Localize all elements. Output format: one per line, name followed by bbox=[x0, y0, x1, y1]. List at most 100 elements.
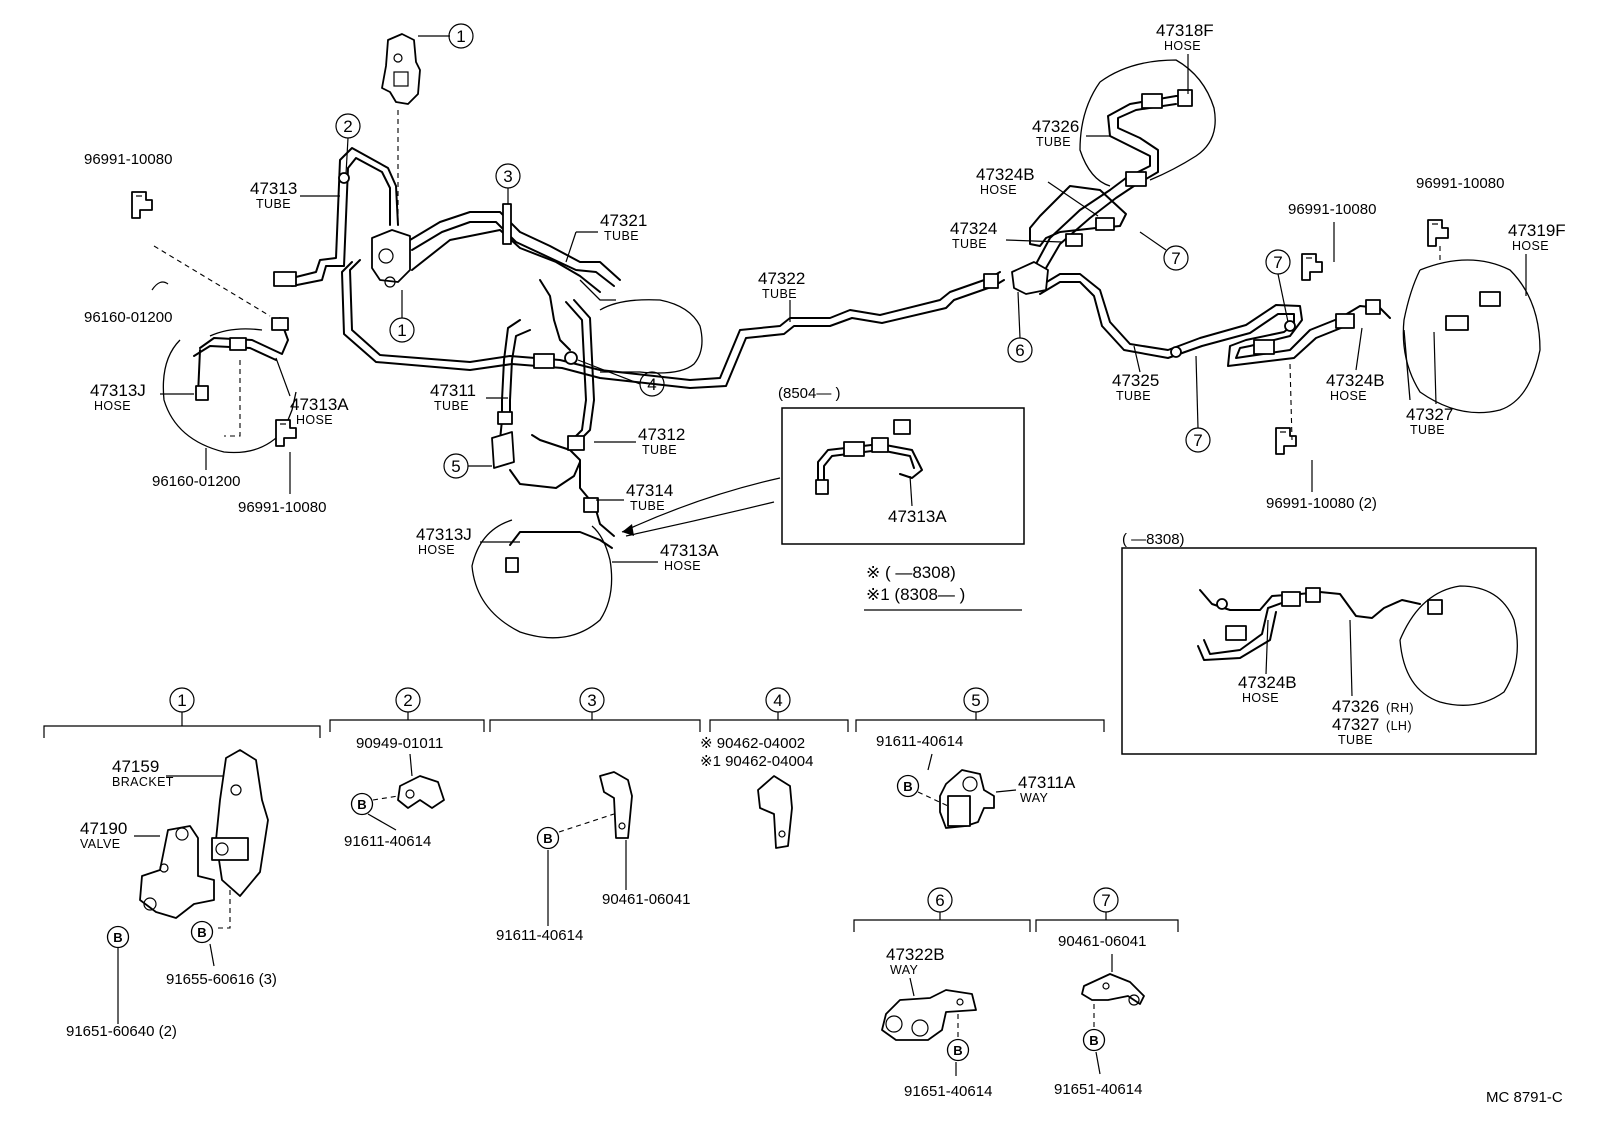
part-number-96991-10080-far-right: 96991-10080 bbox=[1416, 175, 1504, 192]
callout-number: 6 bbox=[1015, 341, 1024, 360]
legend-line-1: ※ ( —8308) bbox=[866, 563, 956, 582]
diagram-code: MC 8791-C bbox=[1486, 1089, 1563, 1106]
group-number: 6 bbox=[935, 891, 944, 910]
part-number-47326: 47326 bbox=[1032, 117, 1079, 136]
part-number-96160-01200: 96160-01200 bbox=[84, 309, 172, 326]
inset-part-number-47324B: 47324B bbox=[1238, 673, 1297, 692]
part-number-91611-40614: 91611-40614 bbox=[876, 733, 963, 750]
part-number-90462-04004: ※1 90462-04004 bbox=[700, 753, 814, 770]
part-number-96991-10080: 96991-10080 bbox=[84, 151, 172, 168]
part-number-47311: 47311 bbox=[430, 381, 476, 400]
part-type-label: HOSE bbox=[296, 413, 333, 427]
callout-marker-1-top bbox=[448, 23, 474, 49]
part-type-label: TUBE bbox=[1338, 733, 1373, 747]
part-type-label: TUBE bbox=[1410, 423, 1445, 437]
part-number-91651-40614: 91651-40614 bbox=[1054, 1081, 1142, 1098]
upper-labels: 1 96991-10080 96160-01200 2 47313 TUBE 4… bbox=[84, 21, 1566, 573]
part-number-47313: 47313 bbox=[250, 179, 297, 198]
part-number-91651-40614: 91651-40614 bbox=[904, 1083, 992, 1100]
part-number-47322: 47322 bbox=[758, 269, 805, 288]
part-number-47313A: 47313A bbox=[290, 395, 349, 414]
part-type-label: WAY bbox=[890, 963, 919, 977]
bolt-marker-b: B bbox=[1089, 1033, 1098, 1048]
part-type-label: TUBE bbox=[256, 197, 291, 211]
part-number-47313A-lower: 47313A bbox=[660, 541, 719, 560]
part-number-47324B-right: 47324B bbox=[1326, 371, 1385, 390]
part-type-label: TUBE bbox=[630, 499, 665, 513]
part-type-label: TUBE bbox=[642, 443, 677, 457]
inset-frame bbox=[781, 407, 1025, 545]
inset-47313A-variant: (8504— ) 47313A bbox=[778, 385, 1025, 545]
callout-number: 5 bbox=[451, 457, 460, 476]
group-number: 3 bbox=[587, 691, 596, 710]
legend: ※ ( —8308) ※1 (8308— ) bbox=[864, 563, 1022, 611]
part-type-label: VALVE bbox=[80, 837, 120, 851]
part-number-96991-10080-lower: 96991-10080 bbox=[238, 499, 326, 516]
group-number: 7 bbox=[1101, 891, 1110, 910]
callout-number: 2 bbox=[343, 117, 352, 136]
parts-group-5: 5 91611-40614 B 47311A WAY bbox=[855, 687, 1105, 829]
part-number-91651-60640: 91651-60640 (2) bbox=[66, 1023, 177, 1040]
parts-group-6: 6 47322B WAY B 91651-40614 bbox=[853, 887, 1031, 1100]
part-number-90461-06041: 90461-06041 bbox=[1058, 933, 1146, 950]
part-number-47322B: 47322B bbox=[886, 945, 945, 964]
part-type-label: TUBE bbox=[952, 237, 987, 251]
callout-marker-7 bbox=[1163, 245, 1189, 271]
part-type-label: TUBE bbox=[762, 287, 797, 301]
part-type-label: WAY bbox=[1020, 791, 1049, 805]
part-number-96160-01200-lower: 96160-01200 bbox=[152, 473, 240, 490]
part-type-label: HOSE bbox=[1164, 39, 1201, 53]
group-number: 4 bbox=[773, 691, 782, 710]
callout-number: 7 bbox=[1193, 431, 1202, 450]
bolt-marker-b: B bbox=[113, 930, 122, 945]
parts-group-2: 2 90949-01011 B 91611-40614 bbox=[329, 687, 485, 850]
part-type-label: TUBE bbox=[434, 399, 469, 413]
dashed-leaders bbox=[153, 110, 1441, 441]
group-number: 2 bbox=[403, 691, 412, 710]
part-number-47311A: 47311A bbox=[1018, 773, 1076, 792]
part-number-47318F: 47318F bbox=[1156, 21, 1214, 40]
inset-part-number-47327: 47327 bbox=[1332, 715, 1379, 734]
part-number-47324: 47324 bbox=[950, 219, 997, 238]
part-number-47327: 47327 bbox=[1406, 405, 1453, 424]
part-number-47159: 47159 bbox=[112, 757, 159, 776]
callout-number: 1 bbox=[456, 27, 465, 46]
inset-rear-hose-variant: ( —8308) 47324B HOSE 47326 (RH) 47327 (L… bbox=[1121, 531, 1537, 755]
part-type-label: TUBE bbox=[604, 229, 639, 243]
group-number: 5 bbox=[971, 691, 980, 710]
bolt-marker-b: B bbox=[953, 1043, 962, 1058]
part-type-label: HOSE bbox=[1242, 691, 1279, 705]
brake-drum-outlines bbox=[131, 33, 1541, 639]
part-type-label: HOSE bbox=[664, 559, 701, 573]
callout-number: 7 bbox=[1273, 253, 1282, 272]
callout-number: 1 bbox=[397, 321, 406, 340]
part-number-91655-60616: 91655-60616 (3) bbox=[166, 971, 277, 988]
part-number-96991-10080-right: 96991-10080 bbox=[1288, 201, 1376, 218]
bolt-marker-b: B bbox=[357, 797, 366, 812]
part-number-47321: 47321 bbox=[600, 211, 647, 230]
side-label-rh: (RH) bbox=[1386, 701, 1414, 715]
part-number-47313J-lower: 47313J bbox=[416, 525, 472, 544]
parts-group-7: 7 90461-06041 B 91651-40614 bbox=[1035, 887, 1179, 1098]
parts-group-1: 1 47159 BRACKET 47190 VALVE B B 91655-60… bbox=[43, 687, 321, 1040]
inset-date-range: (8504— ) bbox=[778, 385, 841, 402]
part-type-label: HOSE bbox=[1330, 389, 1367, 403]
part-number-47312: 47312 bbox=[638, 425, 685, 444]
legend-line-2: ※1 (8308— ) bbox=[866, 585, 965, 604]
bolt-marker-b: B bbox=[543, 831, 552, 846]
part-number-90461-06041: 90461-06041 bbox=[602, 891, 690, 908]
group-number: 1 bbox=[177, 691, 186, 710]
brake-pipe-network bbox=[193, 95, 1391, 549]
part-number-47325: 47325 bbox=[1112, 371, 1159, 390]
part-number-91611-40614: 91611-40614 bbox=[496, 927, 583, 944]
callout-number: 7 bbox=[1171, 249, 1180, 268]
parts-group-3: 3 B 90461-06041 91611-40614 bbox=[489, 687, 701, 944]
part-number-47190: 47190 bbox=[80, 819, 127, 838]
part-number-90949-01011: 90949-01011 bbox=[356, 735, 443, 752]
part-type-label: TUBE bbox=[1116, 389, 1151, 403]
parts-group-4: 4 ※ 90462-04002 ※1 90462-04004 bbox=[700, 687, 849, 849]
part-type-label: HOSE bbox=[1512, 239, 1549, 253]
part-type-label: HOSE bbox=[980, 183, 1017, 197]
part-type-label: HOSE bbox=[418, 543, 455, 557]
